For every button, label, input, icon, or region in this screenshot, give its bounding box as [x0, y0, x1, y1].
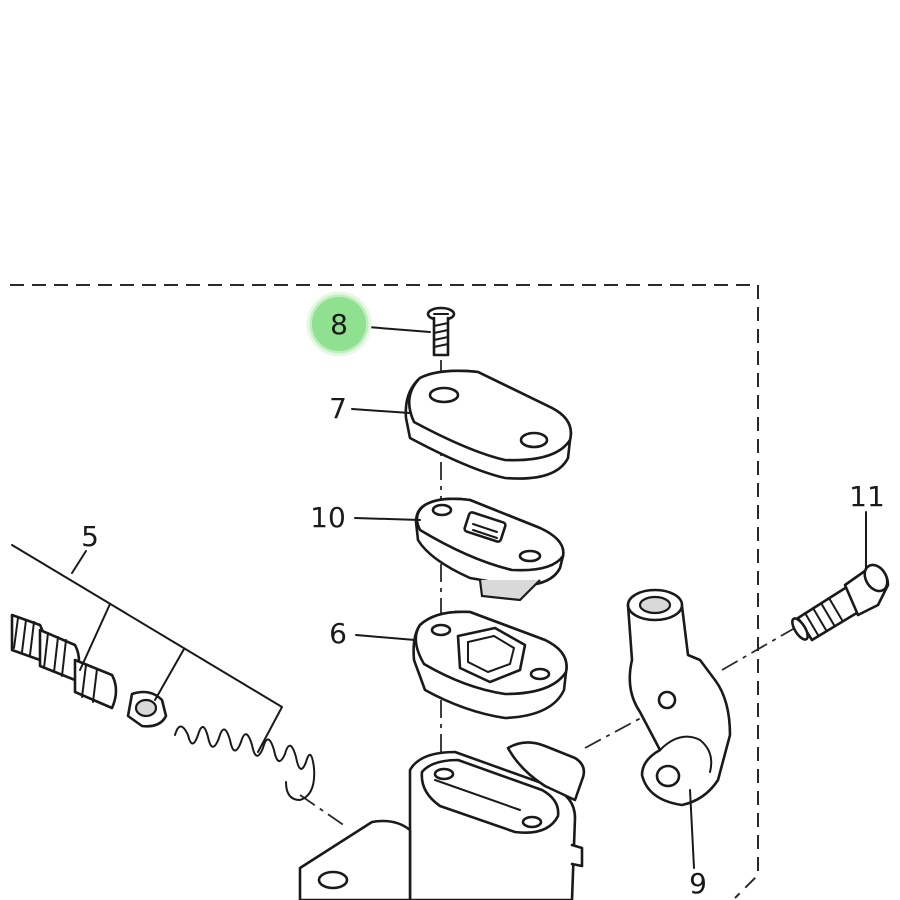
reservoir-cap-part-7: [404, 369, 573, 480]
screw-part-8: [426, 306, 456, 357]
callout-6[interactable]: 6: [329, 617, 347, 650]
piston-axis-line: [299, 794, 346, 827]
master-cylinder-body: [298, 741, 586, 900]
bolt-part-11: [791, 563, 890, 642]
spring: [174, 725, 316, 802]
callout-7[interactable]: 7: [329, 392, 347, 425]
bolt-axis-line: [721, 624, 801, 671]
piston-kit-part-5: [10, 613, 168, 728]
leader-lines: [11, 325, 867, 869]
callout-5[interactable]: 5: [81, 520, 99, 553]
diaphragm-plate-part-10: [414, 497, 565, 602]
assembly-boundary: [10, 284, 759, 899]
diaphragm-part-6: [412, 610, 568, 720]
callout-8-highlight: [312, 297, 366, 351]
clamp-holder-part-9: [626, 588, 732, 807]
callout-9[interactable]: 9: [689, 867, 707, 900]
callout-8[interactable]: 8: [330, 308, 348, 341]
callout-10[interactable]: 10: [310, 501, 346, 534]
callout-11[interactable]: 11: [849, 480, 885, 513]
